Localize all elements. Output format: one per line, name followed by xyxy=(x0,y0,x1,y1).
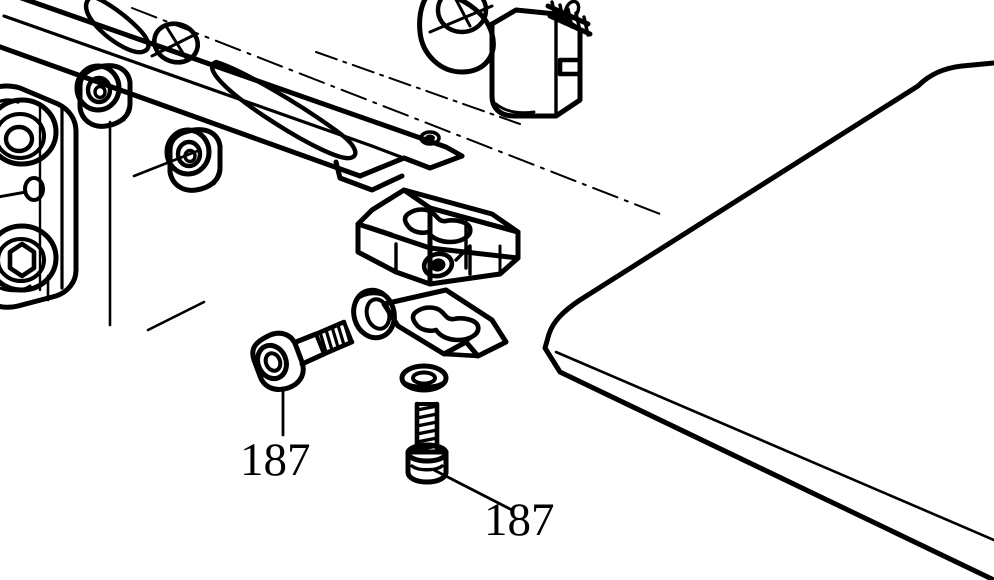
cap-screw-vertical xyxy=(405,401,449,485)
slotted-arm xyxy=(0,0,465,193)
panel-surface xyxy=(542,60,994,580)
bracket-plate xyxy=(351,287,509,359)
bushing-lower xyxy=(164,127,223,193)
roller-disc xyxy=(417,0,496,75)
clamp-block xyxy=(355,187,521,287)
centerline xyxy=(131,7,661,215)
callout-label-187-left: 187 xyxy=(240,434,311,486)
mounting-bracket xyxy=(489,7,583,119)
threaded-stud xyxy=(545,0,593,37)
part-leader-lines xyxy=(46,120,206,332)
callout-label-187-right: 187 xyxy=(484,494,555,546)
bushing-upper xyxy=(74,63,133,129)
link-plate xyxy=(0,83,79,310)
flat-washer xyxy=(399,363,449,393)
cap-screw-horizontal xyxy=(250,319,355,392)
centerline-secondary xyxy=(315,51,521,125)
leader-line-right xyxy=(432,468,514,512)
